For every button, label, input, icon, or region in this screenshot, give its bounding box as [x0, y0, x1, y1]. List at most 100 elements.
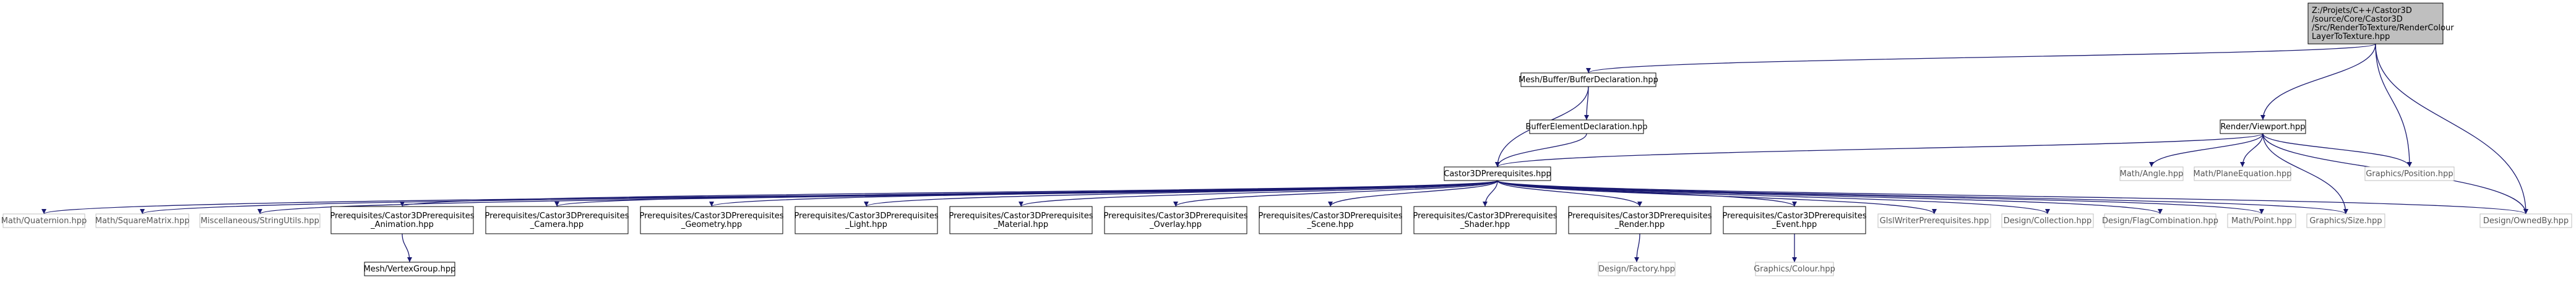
- node-light-box: [795, 206, 938, 234]
- node-geom-box: [640, 206, 783, 234]
- edge-prereq-to-scene: [1328, 180, 1498, 207]
- node-material-label-line-1: _Material.hpp: [993, 220, 1048, 229]
- node-glsl-box: [1877, 213, 1991, 228]
- edge-viewport-to-gpos: [2262, 133, 2412, 168]
- node-gpos-label-line-0: Graphics/Position.hpp: [2366, 169, 2453, 179]
- node-plane-label-line-0: Math/PlaneEquation.hpp: [2193, 169, 2291, 179]
- edge-root-to-viewport: [2260, 43, 2376, 121]
- node-gsize-box: [2306, 213, 2385, 228]
- node-angle[interactable]: Math/Angle.hpp: [2119, 166, 2184, 181]
- node-gsize[interactable]: Graphics/Size.hpp: [2306, 213, 2385, 228]
- node-quat-box: [2, 213, 85, 228]
- node-scene[interactable]: Prerequisites/Castor3DPrerequisites_Scen…: [1258, 206, 1403, 234]
- edge-prereq-to-material: [1019, 180, 1498, 207]
- node-vgroup-label-line-0: Mesh/VertexGroup.hpp: [364, 265, 456, 274]
- node-owned[interactable]: Design/OwnedBy.hpp: [2479, 213, 2572, 228]
- node-overlay-box: [1104, 206, 1247, 234]
- edge-render-to-factory: [1634, 233, 1640, 263]
- node-colour-box: [1755, 262, 1834, 276]
- edge-viewport-to-plane: [2240, 133, 2264, 168]
- node-bufdecl-box: [1520, 72, 1656, 87]
- node-root-label-line-1: /source/Core/Castor3D: [2312, 15, 2403, 24]
- node-collection-box: [2001, 213, 2094, 228]
- node-event[interactable]: Prerequisites/Castor3DPrerequisites_Even…: [1722, 206, 1867, 234]
- node-strutils-box: [199, 213, 321, 228]
- node-flagcomb-box: [2104, 213, 2216, 228]
- node-anim-box: [330, 206, 474, 234]
- node-bufdecl-label-line-0: Mesh/Buffer/BufferDeclaration.hpp: [1518, 75, 1658, 85]
- node-bufelem-label-line-0: BufferElementDeclaration.hpp: [1525, 122, 1647, 132]
- node-gpos[interactable]: Graphics/Position.hpp: [2364, 166, 2455, 181]
- node-event-label-line-0: Prerequisites/Castor3DPrerequisites: [1722, 211, 1866, 221]
- edge-viewport-to-prereq: [1495, 133, 2264, 168]
- node-glsl-label-line-0: GlslWriterPrerequisites.hpp: [1880, 216, 1989, 226]
- edge-bufelem-to-prereq: [1495, 133, 1587, 168]
- node-viewport[interactable]: Render/Viewport.hpp: [2220, 119, 2306, 134]
- node-quat[interactable]: Math/Quaternion.hpp: [1, 213, 87, 228]
- node-anim[interactable]: Prerequisites/Castor3DPrerequisites_Anim…: [330, 206, 475, 234]
- node-material[interactable]: Prerequisites/Castor3DPrerequisites_Mate…: [949, 206, 1093, 234]
- edge-prereq-to-shader: [1483, 180, 1498, 207]
- node-sqmat-label-line-0: Math/SquareMatrix.hpp: [95, 216, 189, 226]
- node-anim-label-line-1: _Animation.hpp: [370, 220, 434, 229]
- node-scene-label-line-1: _Scene.hpp: [1306, 220, 1353, 229]
- node-anim-label-line-0: Prerequisites/Castor3DPrerequisites: [330, 211, 474, 221]
- node-factory-label-line-0: Design/Factory.hpp: [1598, 265, 1675, 274]
- node-render[interactable]: Prerequisites/Castor3DPrerequisites_Rend…: [1567, 206, 1712, 234]
- node-owned-label-line-0: Design/OwnedBy.hpp: [2483, 216, 2569, 226]
- node-root-label-line-0: Z:/Projets/C++/Castor3D: [2312, 6, 2412, 15]
- edge-prereq-to-owned: [1497, 180, 2528, 215]
- node-flagcomb[interactable]: Design/FlagCombination.hpp: [2102, 213, 2218, 228]
- edge-prereq-to-geom: [709, 180, 1498, 207]
- node-shader-box: [1413, 206, 1557, 234]
- edge-prereq-to-gsize: [1497, 180, 2348, 215]
- node-camera-label-line-1: _Camera.hpp: [530, 220, 584, 229]
- node-root-label-line-2: /Src/RenderToTexture/RenderColour: [2312, 23, 2454, 33]
- node-colour[interactable]: Graphics/Colour.hpp: [1754, 262, 1835, 276]
- edge-anim-to-vgroup: [402, 233, 412, 263]
- node-geom-label-line-1: _Geometry.hpp: [681, 220, 742, 229]
- node-event-box: [1723, 206, 1866, 234]
- node-light[interactable]: Prerequisites/Castor3DPrerequisites_Ligh…: [794, 206, 939, 234]
- edge-root-to-gpos: [2375, 43, 2412, 168]
- node-viewport-box: [2220, 119, 2306, 134]
- node-glsl[interactable]: GlslWriterPrerequisites.hpp: [1877, 213, 1991, 228]
- node-point[interactable]: Math/Point.hpp: [2227, 213, 2296, 228]
- edge-viewport-to-angle: [2149, 133, 2264, 168]
- node-gpos-box: [2364, 166, 2455, 181]
- node-flagcomb-label-line-0: Design/FlagCombination.hpp: [2102, 216, 2218, 226]
- node-shader-label-line-1: _Shader.hpp: [1460, 220, 1510, 229]
- node-layer: Z:/Projets/C++/Castor3D/source/Core/Cast…: [1, 2, 2572, 276]
- node-render-box: [1568, 206, 1712, 234]
- node-render-label-line-0: Prerequisites/Castor3DPrerequisites: [1567, 211, 1712, 221]
- node-geom-label-line-0: Prerequisites/Castor3DPrerequisites: [639, 211, 783, 221]
- node-camera[interactable]: Prerequisites/Castor3DPrerequisites_Came…: [485, 206, 629, 234]
- node-plane[interactable]: Math/PlaneEquation.hpp: [2193, 166, 2292, 181]
- edge-viewport-to-gsize: [2262, 133, 2348, 215]
- node-event-label-line-1: _Event.hpp: [1772, 220, 1817, 229]
- node-strutils[interactable]: Miscellaneous/StringUtils.hpp: [199, 213, 321, 228]
- node-collection[interactable]: Design/Collection.hpp: [2001, 213, 2094, 228]
- edge-root-to-owned: [2375, 43, 2528, 215]
- node-sqmat[interactable]: Math/SquareMatrix.hpp: [95, 213, 189, 228]
- node-plane-box: [2194, 166, 2291, 181]
- node-vgroup-box: [364, 262, 455, 276]
- node-factory-box: [1598, 262, 1676, 276]
- node-vgroup[interactable]: Mesh/VertexGroup.hpp: [364, 262, 456, 276]
- edge-prereq-to-flagcomb: [1497, 180, 2163, 215]
- node-collection-label-line-0: Design/Collection.hpp: [2004, 216, 2091, 226]
- node-factory[interactable]: Design/Factory.hpp: [1598, 262, 1676, 276]
- node-overlay[interactable]: Prerequisites/Castor3DPrerequisites_Over…: [1103, 206, 1248, 234]
- node-camera-box: [485, 206, 629, 234]
- node-overlay-label-line-0: Prerequisites/Castor3DPrerequisites: [1103, 211, 1247, 221]
- node-bufelem[interactable]: BufferElementDeclaration.hpp: [1525, 119, 1648, 134]
- node-bufdecl[interactable]: Mesh/Buffer/BufferDeclaration.hpp: [1518, 72, 1658, 87]
- node-material-label-line-0: Prerequisites/Castor3DPrerequisites: [949, 211, 1093, 221]
- node-angle-box: [2119, 166, 2184, 181]
- node-shader[interactable]: Prerequisites/Castor3DPrerequisites_Shad…: [1413, 206, 1557, 234]
- node-prereq[interactable]: Castor3DPrerequisites.hpp: [1444, 166, 1551, 181]
- node-render-label-line-1: _Render.hpp: [1614, 220, 1665, 229]
- node-quat-label-line-0: Math/Quaternion.hpp: [1, 216, 87, 226]
- node-geom[interactable]: Prerequisites/Castor3DPrerequisites_Geom…: [639, 206, 784, 234]
- node-light-label-line-0: Prerequisites/Castor3DPrerequisites: [794, 211, 938, 221]
